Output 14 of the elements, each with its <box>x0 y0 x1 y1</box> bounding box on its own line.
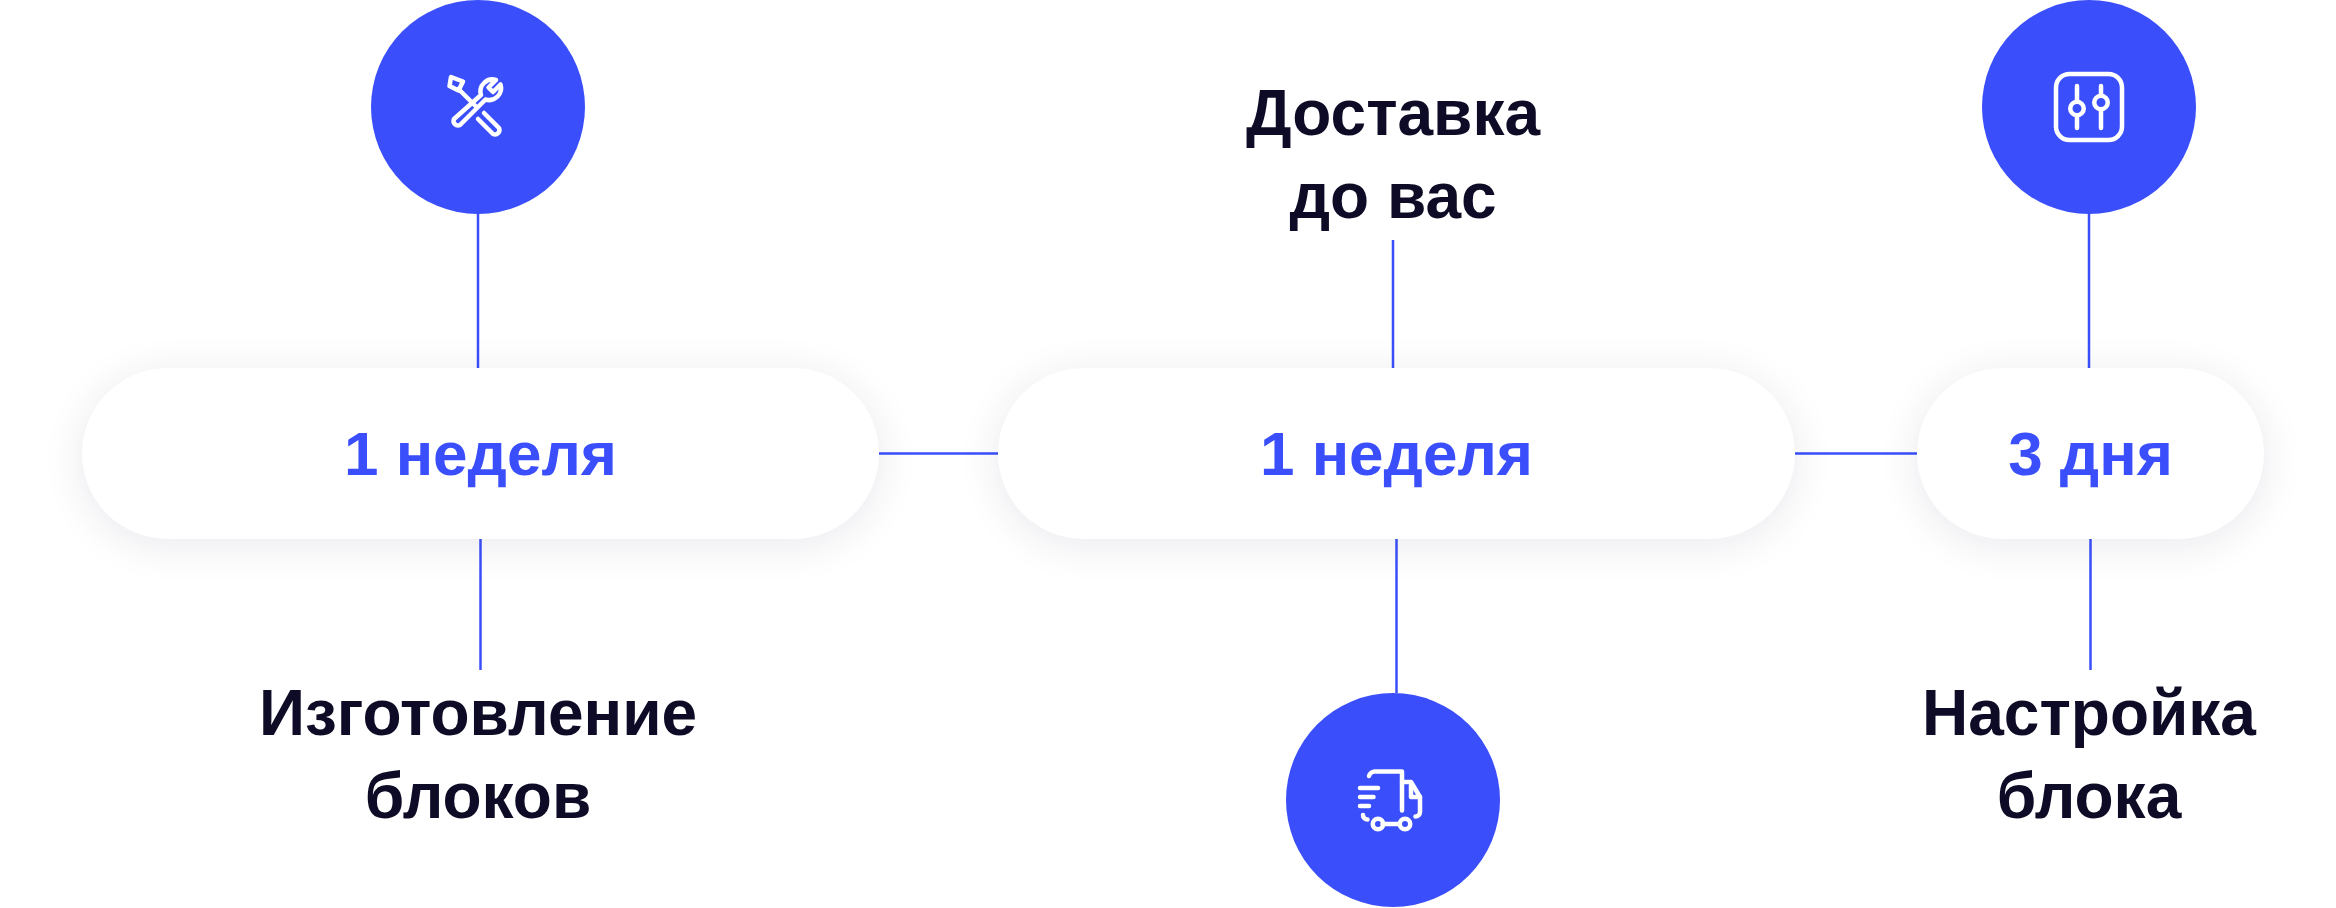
connector-line <box>1395 539 1398 693</box>
connector-line <box>476 214 480 368</box>
connector-line <box>1391 240 1395 368</box>
step-title: Настройка блока <box>1921 675 2258 834</box>
step-title: Изготовление блоков <box>257 675 699 834</box>
connector-line <box>479 539 482 670</box>
connector-line <box>2089 539 2092 670</box>
connector-line <box>879 452 998 455</box>
connector-line <box>2087 214 2091 368</box>
duration-label: 1 неделя <box>343 418 617 489</box>
duration-label: 3 дня <box>2008 418 2173 489</box>
connector-line <box>1795 452 1917 455</box>
step-title: Доставка до вас <box>1244 75 1542 234</box>
duration-label: 1 неделя <box>1259 418 1533 489</box>
